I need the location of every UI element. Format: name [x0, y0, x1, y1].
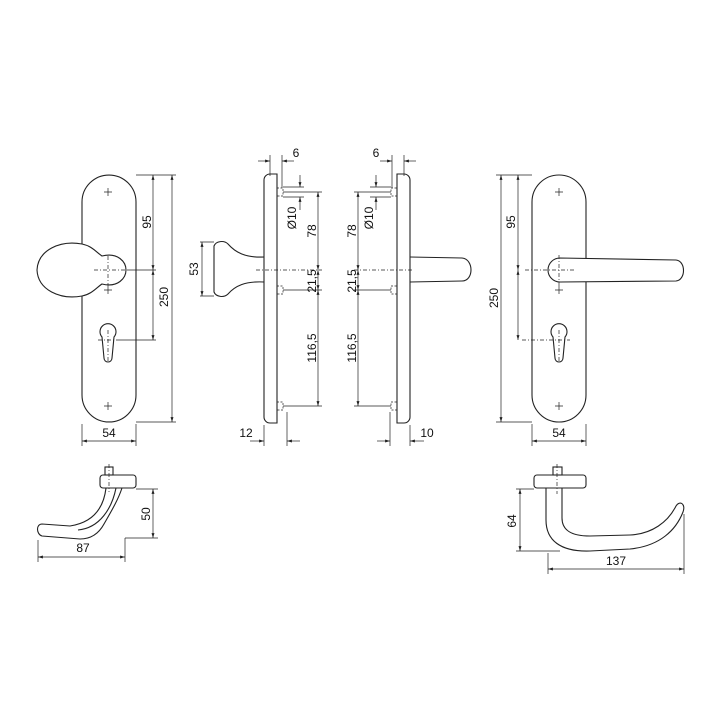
dim-54: 54: [552, 426, 566, 440]
plate-side: [396, 173, 411, 424]
dim-64: 64: [505, 514, 519, 528]
front-knob-plate-view: 95 250 54: [36, 174, 176, 446]
dim-diameter-10: Ø10: [362, 206, 376, 229]
escutcheon-plate: [81, 174, 137, 423]
lever-outline: [547, 257, 685, 283]
dim-250: 250: [487, 288, 501, 308]
dim-95: 95: [504, 215, 518, 229]
dim-53: 53: [187, 262, 201, 276]
dim-54: 54: [102, 426, 116, 440]
dim-87: 87: [76, 541, 90, 555]
plate-side: [263, 173, 278, 424]
dim-21-5: 21,5: [305, 269, 319, 293]
knob-outline: [36, 242, 127, 298]
knob-side: [213, 241, 265, 297]
keyhole: [550, 323, 568, 363]
dim-10: 10: [420, 426, 434, 440]
keyhole: [99, 323, 117, 363]
rose: [533, 474, 587, 489]
screws: [390, 187, 398, 411]
top-view-left: 50 87: [36, 464, 158, 562]
dim-250: 250: [157, 287, 171, 307]
dim-50: 50: [139, 507, 153, 521]
side-lever-view: 6 Ø10 78 21,5 116,5 10: [345, 146, 472, 446]
screws: [276, 187, 284, 411]
spindle: [552, 466, 563, 476]
dim-6: 6: [293, 146, 300, 160]
lever-profile: [36, 487, 123, 540]
screw-cross-icons: [555, 188, 563, 410]
dim-21-5: 21,5: [345, 269, 359, 293]
lever-profile: [545, 488, 685, 552]
top-view-right: 64 137: [505, 464, 685, 574]
dim-137: 137: [606, 554, 626, 568]
side-knob-view: 6 Ø10 78 21,5 116,5 53 12: [187, 146, 322, 446]
dim-diameter-10: Ø10: [285, 206, 299, 229]
front-lever-plate-view: 95 250 54: [487, 174, 685, 446]
dim-78: 78: [305, 224, 319, 238]
dim-116-5: 116,5: [305, 333, 319, 362]
lever-side: [409, 256, 472, 283]
rose: [99, 474, 137, 489]
dim-12: 12: [239, 426, 253, 440]
dim-6: 6: [373, 146, 380, 160]
dim-78: 78: [345, 224, 359, 238]
escutcheon-plate: [531, 174, 587, 423]
screw-cross-icons: [104, 188, 112, 410]
dim-95: 95: [140, 215, 154, 229]
dim-116-5: 116,5: [345, 333, 359, 362]
